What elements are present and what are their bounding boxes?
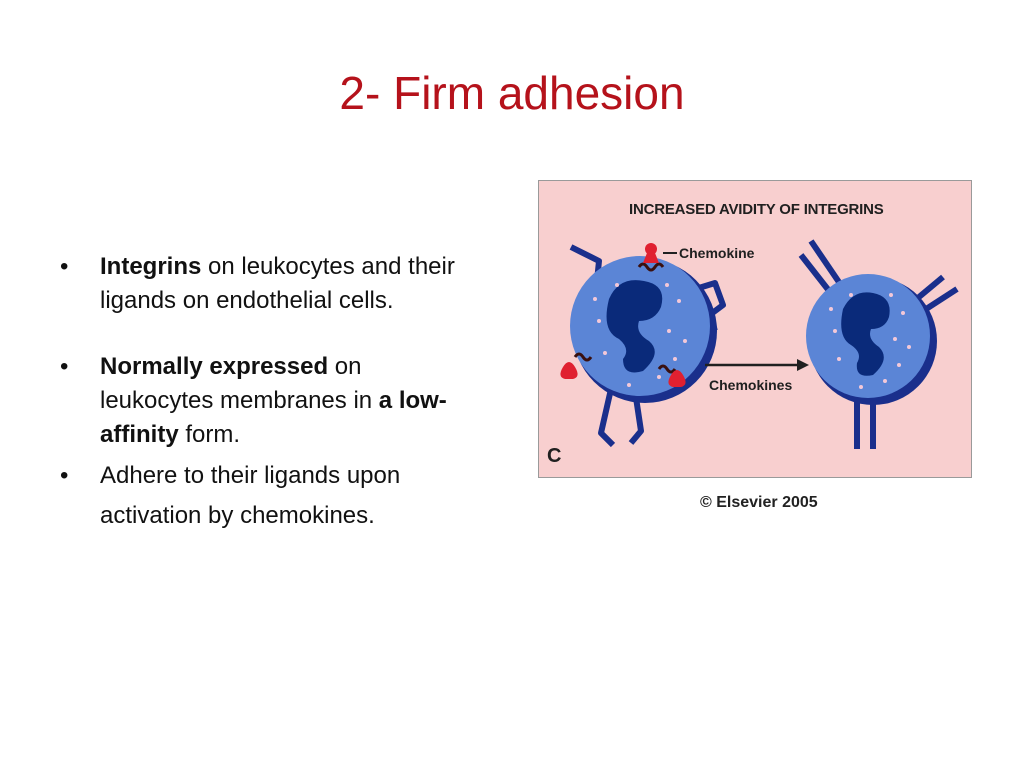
integrin-bent-icon	[628, 390, 644, 445]
chemokine-receptor-group	[560, 243, 686, 387]
arrow-label: Chemokines	[709, 377, 793, 393]
bullet-bold-text: Normally expressed	[100, 353, 329, 380]
slide-title: 2- Firm adhesion	[339, 67, 685, 119]
integrin-extended-icon	[921, 286, 959, 314]
integrin-bent-icon	[688, 280, 726, 320]
bullet-list: • Integrins on leukocytes and their liga…	[60, 250, 480, 536]
chemokine-icon	[643, 253, 659, 263]
bullet-item-adhere: • Adhere to their ligands upon activatio…	[60, 456, 480, 536]
bullet-item-normally-expressed: • Normally expressed on leukocytes membr…	[60, 350, 480, 452]
receptor-icon	[637, 262, 665, 272]
bullet-text: form.	[178, 421, 241, 448]
figure-title: INCREASED AVIDITY OF INTEGRINS	[629, 201, 884, 218]
bullet-bold-text: Integrins	[100, 253, 202, 280]
bullet-text: on leukocytes and their ligands on endot…	[100, 253, 455, 314]
bullet-item-integrins: • Integrins on leukocytes and their liga…	[60, 250, 480, 318]
integrin-extended-icon	[917, 274, 945, 300]
figure-illustration	[560, 239, 959, 449]
chemokine-label: Chemokine	[679, 245, 755, 261]
granules-left	[593, 283, 687, 387]
bullet-text: on leukocytes membranes in	[100, 353, 379, 414]
integrin-bent-icon	[598, 388, 616, 448]
receptor-icon	[573, 352, 593, 362]
leukocyte-left	[570, 256, 710, 396]
granules-right	[829, 293, 911, 389]
arrow-head-icon	[797, 359, 809, 371]
bullet-marker: •	[60, 353, 69, 380]
panel-letter: C	[547, 445, 562, 467]
nucleus-right	[841, 292, 890, 376]
figure-copyright: © Elsevier 2005	[700, 494, 818, 511]
chemokine-icon	[560, 362, 578, 379]
bullet-bold-text: a low-affinity	[100, 387, 447, 448]
chemokine-icon	[668, 370, 686, 387]
chemokine-icon	[645, 243, 657, 255]
nucleus-left	[606, 280, 663, 373]
integrin-avidity-figure: INCREASED AVIDITY OF INTEGRINS Chemokine…	[538, 180, 972, 478]
bullet-text: Adhere to their ligands upon activation …	[100, 462, 401, 529]
bullet-marker: •	[60, 253, 69, 280]
receptor-icon	[657, 364, 677, 374]
bullet-marker: •	[60, 462, 69, 489]
